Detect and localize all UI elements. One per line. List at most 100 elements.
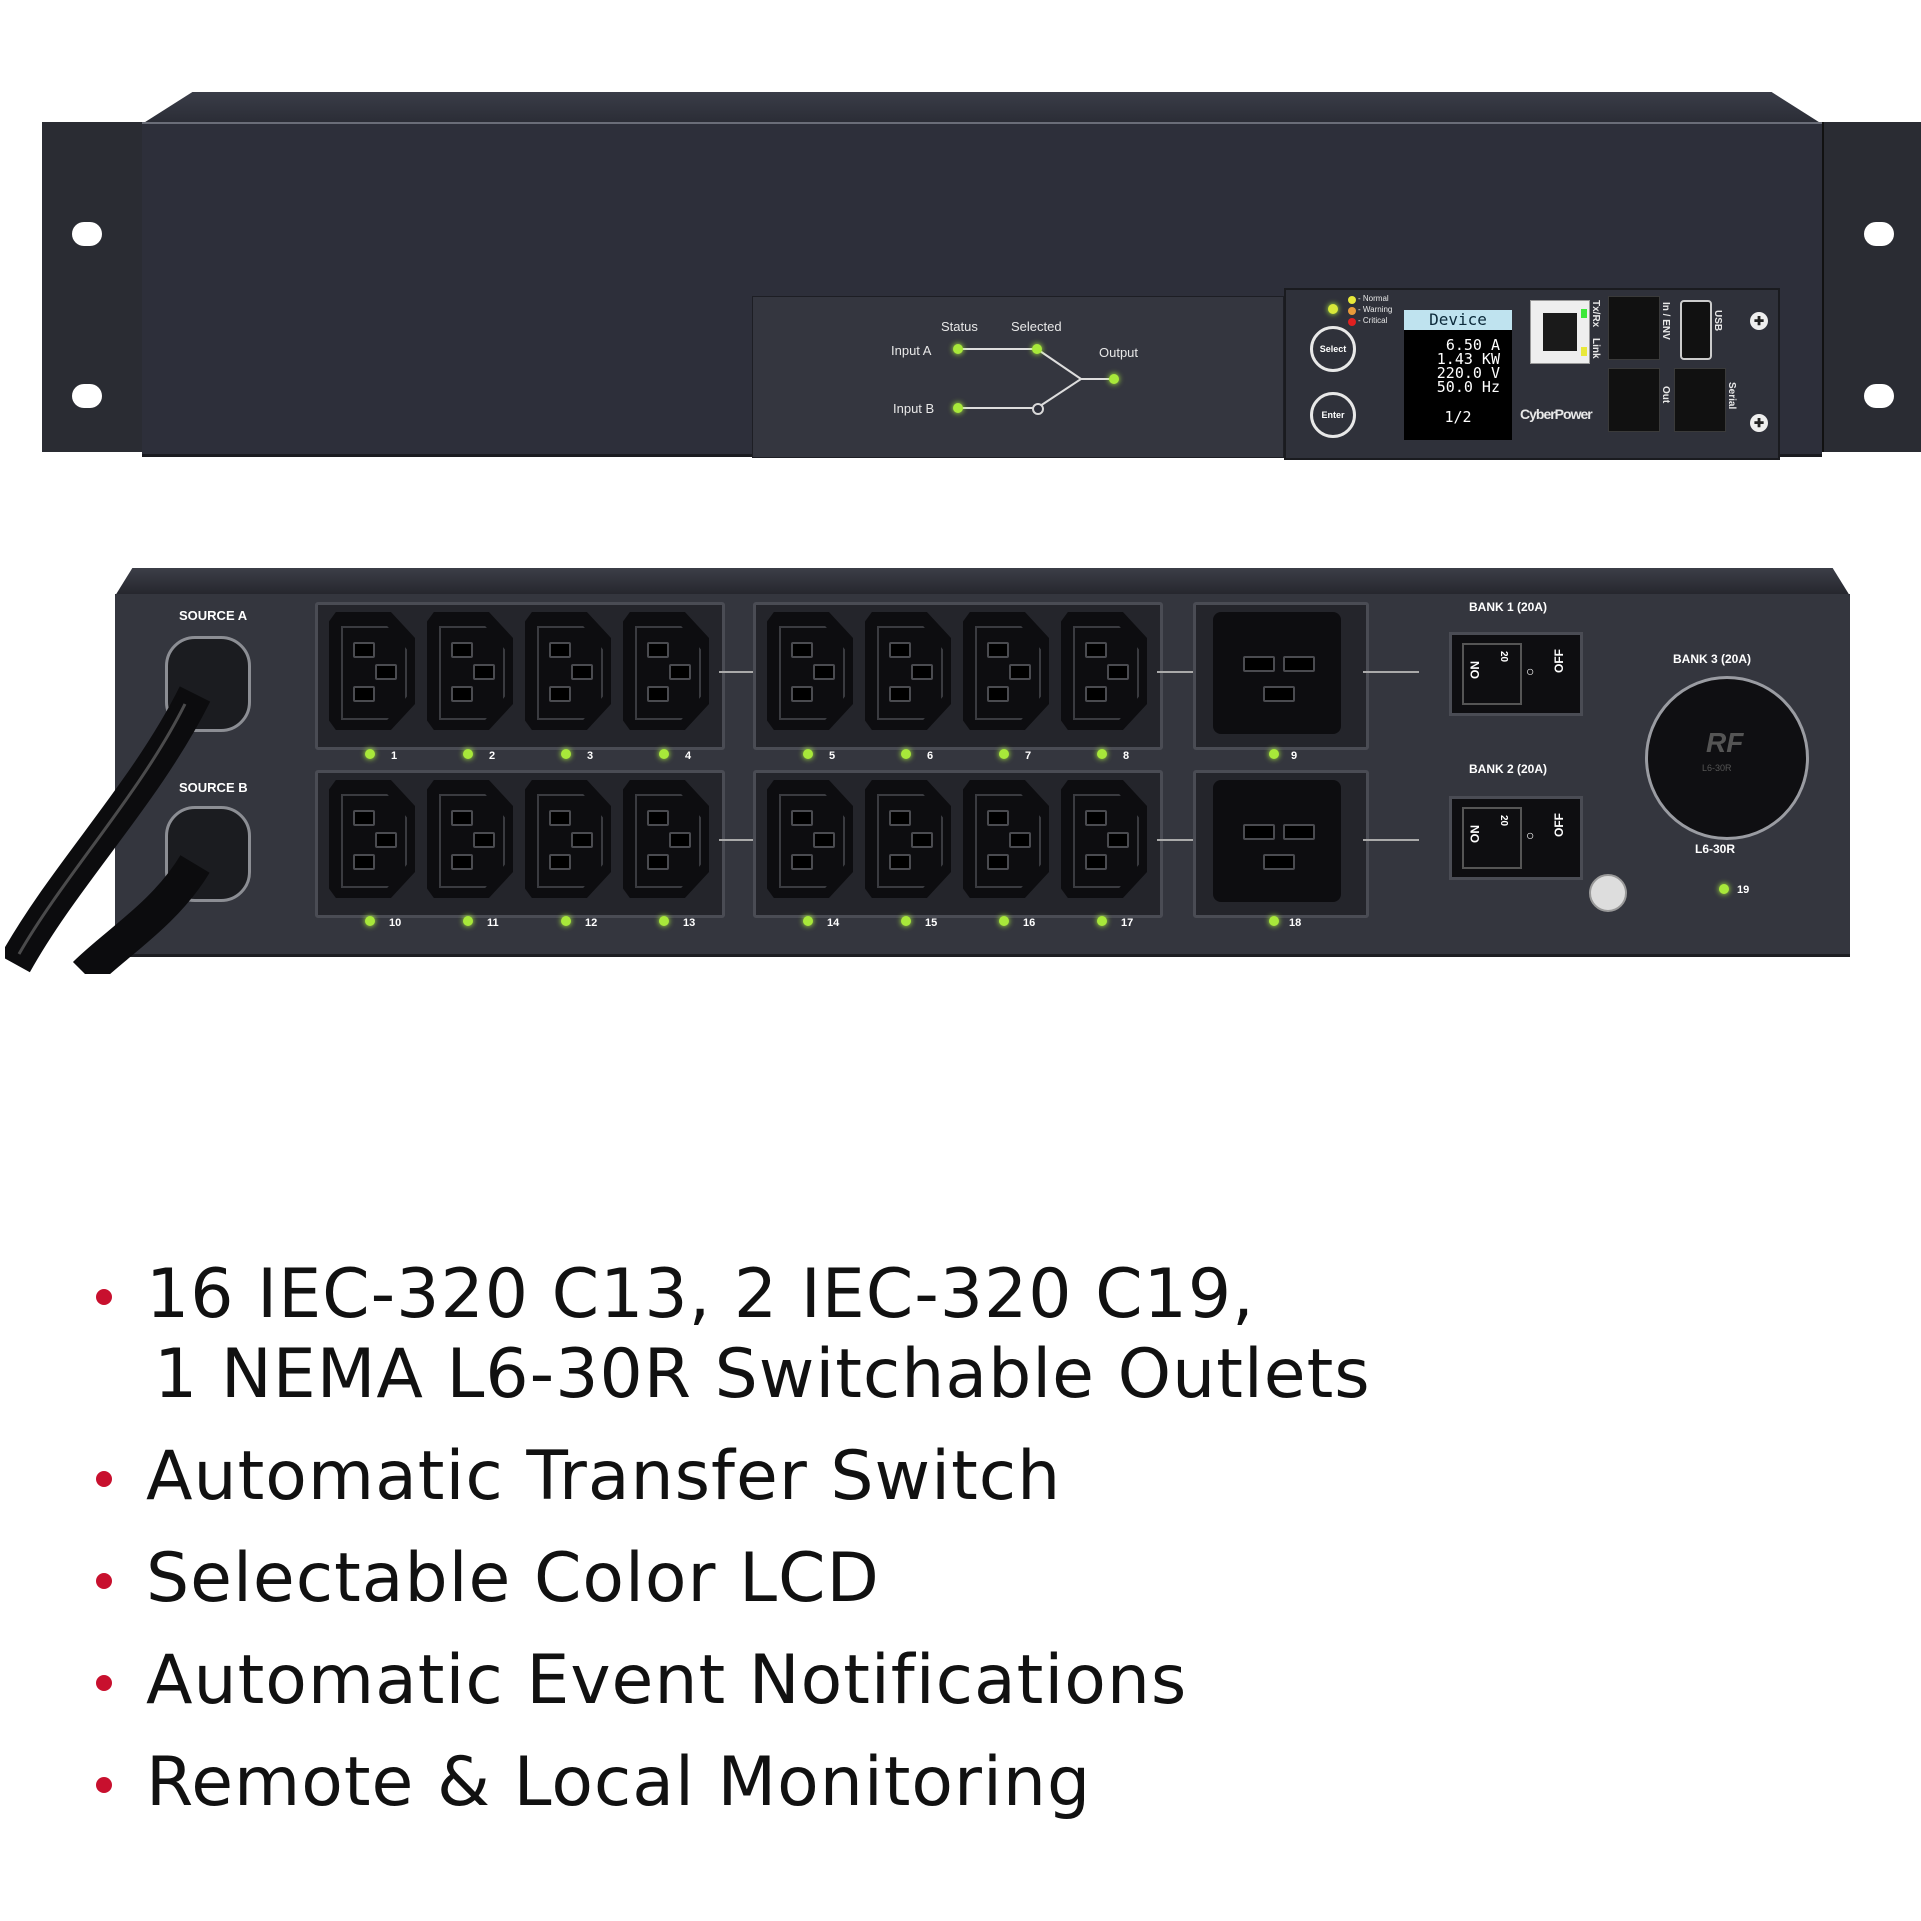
outlet-13[interactable]: [623, 780, 709, 898]
usb-port[interactable]: [1680, 300, 1712, 360]
outlet-number: 3: [587, 750, 594, 762]
outlet-led: [1719, 884, 1729, 894]
bullet-icon: [96, 1573, 112, 1589]
out-port[interactable]: [1608, 368, 1660, 432]
outlet-7[interactable]: [963, 612, 1049, 730]
breaker-off-label: OFF: [1552, 813, 1566, 837]
screw-icon: ✚: [1750, 414, 1768, 432]
outlet-3[interactable]: [525, 612, 611, 730]
power-cords: [5, 686, 211, 974]
rear-chassis-body: SOURCE A SOURCE B: [5, 594, 1850, 974]
outlet-10[interactable]: [329, 780, 415, 898]
outlet-18-c19[interactable]: [1213, 780, 1341, 902]
lcd-voltage: 220.0 V: [1436, 364, 1500, 382]
outlet-16[interactable]: [963, 780, 1049, 898]
output-label: Output: [1099, 345, 1139, 360]
outlet-8[interactable]: [1061, 612, 1147, 730]
outlet-number: 8: [1123, 750, 1130, 762]
outlet-number: 1: [391, 750, 398, 762]
outlet-1[interactable]: [329, 612, 415, 730]
outlet-number: 17: [1121, 917, 1134, 929]
feature-item: Automatic Event Notifications: [90, 1641, 1590, 1721]
outlet-led: [901, 749, 911, 759]
l630-face-model: L6-30R: [1702, 763, 1732, 773]
outlet-number: 6: [927, 750, 934, 762]
outlet-17[interactable]: [1061, 780, 1147, 898]
normal-indicator-icon: [1348, 296, 1356, 304]
mount-hole: [72, 384, 102, 408]
outlet-number: 10: [389, 917, 402, 929]
l630-label: L6-30R: [1695, 842, 1736, 856]
input-b-selected-led: [1032, 403, 1044, 415]
ats-diagram-lines: [958, 348, 1115, 409]
outlet-led: [561, 749, 571, 759]
outlet-led: [999, 916, 1009, 926]
off-circle-icon: ○: [1526, 827, 1535, 843]
outlet-number: 14: [827, 917, 840, 929]
lcd-display: Device 6.50 A 1.43 KW 220.0 V 50.0 Hz 1/…: [1404, 310, 1512, 440]
mount-hole: [1864, 384, 1894, 408]
enter-button[interactable]: Enter: [1310, 392, 1356, 438]
select-button[interactable]: Select: [1310, 326, 1356, 372]
outlet-2[interactable]: [427, 612, 513, 730]
chassis-front: Status Selected Output Input A Input B -…: [142, 122, 1822, 460]
outlet-number: 12: [585, 917, 598, 929]
outlet-led: [463, 916, 473, 926]
feature-text: 16 IEC-320 C13, 2 IEC-320 C19,: [146, 1255, 1255, 1334]
breaker-off-label: OFF: [1552, 649, 1566, 673]
brand-logo: CyberPower: [1520, 406, 1593, 422]
status-label: Status: [941, 319, 978, 334]
lcd-page: 1/2: [1444, 408, 1472, 426]
outlet-led: [901, 916, 911, 926]
outlet-led: [999, 749, 1009, 759]
input-b-status-led: [953, 403, 963, 413]
outlet-number: 2: [489, 750, 496, 762]
outlet-led: [803, 749, 813, 759]
rack-ear-right: [1822, 122, 1921, 452]
ground-stud: [1589, 874, 1627, 912]
bank-connector-line: [719, 671, 753, 673]
rear-chassis-top: [115, 568, 1850, 596]
outlet-4[interactable]: [623, 612, 709, 730]
outlet-number: 18: [1289, 917, 1302, 929]
outlet-number: 15: [925, 917, 938, 929]
bank-connector-line: [1363, 671, 1419, 673]
feature-item: Remote & Local Monitoring: [90, 1743, 1590, 1823]
outlet-number: 5: [829, 750, 836, 762]
mount-hole: [72, 222, 102, 246]
outlet-number: 9: [1291, 750, 1298, 762]
outlet-12[interactable]: [525, 780, 611, 898]
outlet-number: 13: [683, 917, 696, 929]
input-a-selected-led: [1032, 344, 1042, 354]
bank3-label: BANK 3 (20A): [1673, 652, 1752, 666]
ats-status-panel: Status Selected Output Input A Input B: [752, 296, 1284, 458]
pdu-rear-view: SOURCE A SOURCE B: [5, 568, 1850, 974]
source-a-label: SOURCE A: [179, 608, 248, 623]
outlet-6[interactable]: [865, 612, 951, 730]
feature-text: Selectable Color LCD: [146, 1539, 880, 1618]
in-env-port[interactable]: [1608, 296, 1660, 360]
l6-30r-outlet[interactable]: RF L6-30R: [1645, 676, 1809, 840]
link-label: Link: [1590, 338, 1601, 359]
outlet-9-c19[interactable]: [1213, 612, 1341, 734]
rack-ear-left: [42, 122, 144, 452]
txrx-label: Tx/Rx: [1590, 300, 1601, 328]
outlet-11[interactable]: [427, 780, 513, 898]
chassis-top: [142, 92, 1822, 124]
outlet-5[interactable]: [767, 612, 853, 730]
serial-port[interactable]: [1674, 368, 1726, 432]
outlet-led: [659, 749, 669, 759]
bullet-icon: [96, 1289, 112, 1305]
bank-connector-line: [1363, 839, 1419, 841]
outlet-15[interactable]: [865, 780, 951, 898]
lcd-current: 6.50 A: [1445, 336, 1500, 354]
network-port[interactable]: [1530, 300, 1590, 364]
bank-connector-line: [719, 839, 753, 841]
outlet-led: [803, 916, 813, 926]
output-led: [1109, 374, 1119, 384]
breaker-on-label: ON: [1468, 825, 1482, 843]
outlet-14[interactable]: [767, 780, 853, 898]
off-circle-icon: ○: [1526, 663, 1535, 679]
